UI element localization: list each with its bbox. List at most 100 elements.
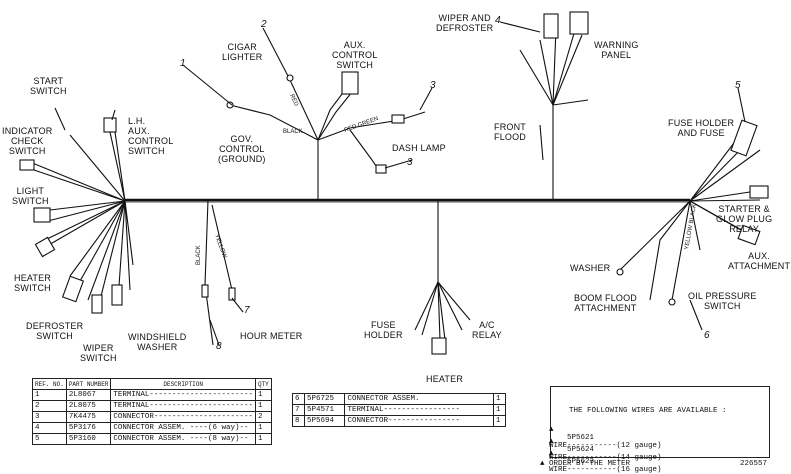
wiper-defroster-connector [543, 13, 559, 39]
gov-control-branch [229, 104, 319, 200]
aux-control-switch-connector [341, 71, 359, 95]
label-lh-aux-control-switch: L.H. AUX. CONTROL SWITCH [128, 116, 174, 156]
header-description: DESCRIPTION [110, 378, 256, 390]
label-indicator-check-switch: INDICATOR CHECK SWITCH [2, 126, 53, 156]
cell-desc: TERMINAL----------------- [344, 404, 494, 416]
cell-part: 5P5694 [304, 415, 346, 427]
cell-part: 5P6725 [304, 393, 346, 405]
aux-attachment-connector [737, 224, 761, 246]
wire-description: WIRE-----------(12 gauge) [549, 442, 662, 450]
order-by-meter-icon: ▲ [549, 438, 554, 446]
order-by-meter-icon: ▲ [549, 450, 554, 458]
order-by-meter-note: ▲ ORDER BY THE METER [540, 460, 631, 468]
label-warning-panel: WARNING PANEL [594, 40, 639, 60]
table-row: 3 7K4475 CONNECTOR----------------------… [32, 411, 272, 423]
wires-available-heading: THE FOLLOWING WIRES ARE AVAILABLE : [569, 407, 727, 415]
cell-desc: CONNECTOR---------------------- [110, 411, 256, 423]
label-boom-flood-attachment: BOOM FLOOD ATTACHMENT [574, 293, 638, 313]
ref-number-7: 7 [244, 305, 250, 316]
label-aux-control-switch: AUX. CONTROL SWITCH [332, 40, 378, 70]
label-cigar-lighter: CIGAR LIGHTER [222, 42, 263, 62]
starter-relay-connector [749, 185, 769, 199]
table-row: 5 5P3160 CONNECTOR ASSEM. ----(8 way)-- … [32, 433, 272, 445]
cell-ref: 3 [32, 411, 67, 423]
label-ac-relay: A/C RELAY [472, 320, 502, 340]
ref-number-3b: 3 [407, 157, 413, 168]
cell-ref: 5 [32, 433, 67, 445]
ref-number-3a: 3 [430, 80, 436, 91]
label-aux-attachment: AUX. ATTACHMENT [728, 251, 791, 271]
right-hub-branches [619, 134, 761, 301]
windshield-washer-connector [111, 284, 123, 306]
cell-desc: CONNECTOR ASSEM. [344, 393, 494, 405]
label-wiper-defroster: WIPER AND DEFROSTER [436, 13, 494, 33]
defroster-switch-connector [61, 275, 85, 303]
wire-description: WIRE-----------(14 gauge) [549, 454, 662, 462]
label-windshield-washer: WINDSHIELD WASHER [128, 332, 187, 352]
label-dash-lamp: DASH LAMP [392, 143, 446, 153]
dash-lamp-connector [391, 114, 405, 124]
indicator-check-switch-connector [19, 159, 35, 171]
start-switch-connector [103, 117, 117, 133]
label-oil-pressure-switch: OIL PRESSURE SWITCH [688, 291, 757, 311]
wire-label-yellow-black: YELLOW BLACK [684, 204, 698, 251]
wire-row-1: ▲ 5P5621 WIRE-----------(12 gauge) [540, 418, 662, 450]
label-defroster-switch: DEFROSTER SWITCH [26, 321, 84, 341]
wiper-switch-connector [91, 294, 103, 314]
cell-ref: 7 [291, 404, 306, 416]
label-start-switch: START SWITCH [30, 76, 67, 96]
cell-qty: 1 [254, 400, 272, 412]
parts-table-1: REF. NO. PART NUMBER DESCRIPTION QTY 1 2… [32, 378, 272, 445]
header-ref-no: REF. NO. [32, 378, 67, 390]
light-switch-connector [33, 207, 51, 223]
wire-part-number: 5P5621 [567, 434, 595, 442]
wire-part-number: 5P5624 [567, 446, 595, 454]
cell-part: 2L8067 [65, 389, 112, 401]
cell-qty: 1 [492, 404, 507, 416]
warning-panel-connector [569, 11, 589, 35]
ref-number-2: 2 [261, 19, 267, 30]
label-fuse-holder-and-fuse: FUSE HOLDER AND FUSE [668, 118, 735, 138]
front-flood-lead [539, 124, 544, 161]
table-row: 6 5P6725 CONNECTOR ASSEM. 1 [291, 393, 507, 405]
cell-desc: TERMINAL----------------------- [110, 389, 256, 401]
label-starter-glow-plug-relay: STARTER & GLOW PLUG RELAY [716, 204, 773, 234]
cell-qty: 2 [254, 411, 272, 423]
table-row: 1 2L8067 TERMINAL-----------------------… [32, 389, 272, 401]
label-light-switch: LIGHT SWITCH [12, 186, 49, 206]
cell-part: 5P3176 [65, 422, 112, 434]
ref-number-4: 4 [495, 15, 501, 26]
cell-qty: 1 [254, 433, 272, 445]
cell-qty: 1 [492, 415, 507, 427]
ref-number-5: 5 [735, 80, 741, 91]
cell-desc: TERMINAL----------------------- [110, 400, 256, 412]
left-hub-branches [29, 124, 134, 309]
parts-table-header: REF. NO. PART NUMBER DESCRIPTION QTY [32, 378, 272, 390]
cell-desc: CONNECTOR ASSEM. ----(8 way)-- [110, 433, 256, 445]
cell-ref: 1 [32, 389, 67, 401]
label-fuse-holder: FUSE HOLDER [364, 320, 403, 340]
wire-label-black-branch: BLACK [196, 245, 202, 265]
ref-number-6: 6 [704, 330, 710, 341]
label-wiper-switch: WIPER SWITCH [80, 343, 117, 363]
cell-qty: 1 [492, 393, 507, 405]
table-row: 4 5P3176 CONNECTOR ASSEM. ----(6 way)-- … [32, 422, 272, 434]
table-row: 2 2L8075 TERMINAL-----------------------… [32, 400, 272, 412]
heater-connector [431, 337, 447, 355]
cell-desc: CONNECTOR---------------- [344, 415, 494, 427]
order-by-meter-icon: ▲ [549, 426, 554, 434]
heater-switch-connector [34, 236, 56, 258]
fuse-holder-connector [730, 119, 758, 157]
hour-meter-branch [204, 199, 214, 346]
label-heater-switch: HEATER SWITCH [14, 273, 52, 293]
ref-number-1: 1 [180, 58, 186, 69]
cell-qty: 1 [254, 389, 272, 401]
table-row: 7 5P4571 TERMINAL----------------- 1 [291, 404, 507, 416]
label-heater: HEATER [426, 374, 464, 384]
cell-ref: 8 [291, 415, 306, 427]
label-front-flood: FRONT FLOOD [494, 122, 527, 142]
label-hour-meter: HOUR METER [240, 331, 303, 341]
cell-part: 5P4571 [304, 404, 346, 416]
drawing-number: 226557 [740, 460, 768, 468]
label-washer: WASHER [570, 263, 611, 273]
